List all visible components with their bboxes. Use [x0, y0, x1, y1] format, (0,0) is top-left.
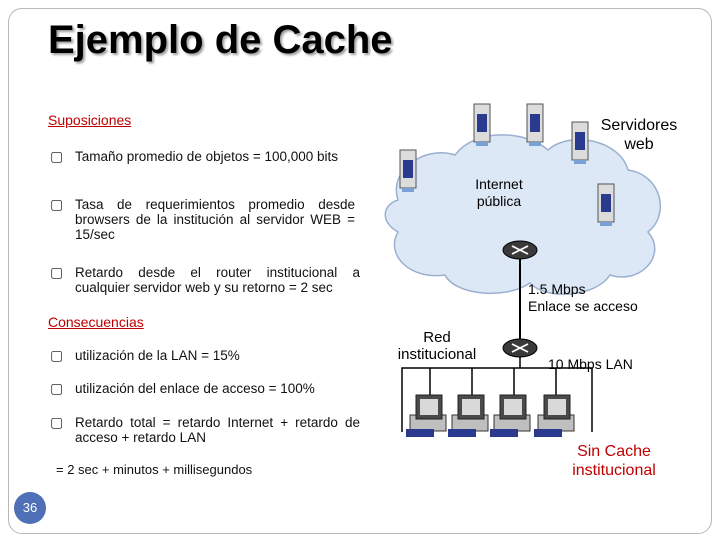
slide-frame	[8, 8, 712, 534]
consequence-item-3: Retardo total = retardo Internet + retar…	[75, 415, 360, 445]
internet-label: Internet pública	[475, 176, 523, 209]
server-icon	[571, 121, 589, 164]
router-icon	[502, 338, 538, 358]
no-cache-label: Sin Cache institucional	[556, 442, 672, 480]
workstation-icon	[406, 394, 447, 437]
server-icon	[597, 183, 615, 226]
bullet-icon: ▢	[50, 148, 64, 164]
lan-link	[401, 357, 593, 432]
access-link-speed: 1.5 Mbps	[528, 281, 586, 297]
bullet-icon: ▢	[50, 347, 64, 363]
router-icon	[502, 240, 538, 260]
consequences-heading: Consecuencias	[48, 314, 144, 330]
access-link-name: Enlace se acceso	[528, 298, 638, 314]
internet-cloud	[384, 134, 662, 295]
servers-label: Servidores web	[600, 117, 678, 153]
consequence-item-1: utilización de la LAN = 15%	[75, 348, 240, 363]
workstation-icon	[534, 394, 575, 437]
bullet-icon: ▢	[50, 196, 64, 212]
server-icon	[473, 103, 491, 146]
server-icon	[399, 149, 417, 192]
network-label: Red institucional	[397, 329, 477, 363]
page-number: 36	[14, 492, 46, 524]
bullet-icon: ▢	[50, 264, 64, 280]
no-cache-line-1: Sin Cache	[577, 443, 651, 460]
slide-title: Ejemplo de Cache	[48, 18, 393, 62]
assumptions-heading: Suposiciones	[48, 112, 132, 128]
consequence-item-2: utilización del enlace de acceso = 100%	[75, 381, 315, 396]
workstation-icon	[448, 394, 489, 437]
bullet-icon: ▢	[50, 414, 64, 430]
server-icon	[526, 103, 544, 146]
assumption-item-1: Tamaño promedio de objetos = 100,000 bit…	[75, 149, 339, 164]
no-cache-line-2: institucional	[572, 462, 656, 479]
workstation-icon	[490, 394, 531, 437]
assumption-item-2: Tasa de requerimientos promedio desde br…	[75, 197, 355, 242]
lan-label: 10 Mbps LAN	[548, 356, 633, 372]
bullet-icon: ▢	[50, 380, 64, 396]
delay-formula: = 2 sec + minutos + millisegundos	[56, 462, 253, 477]
assumption-item-3: Retardo desde el router institucional a …	[75, 265, 360, 295]
access-link-label: 1.5 Mbps Enlace se acceso	[528, 281, 668, 315]
